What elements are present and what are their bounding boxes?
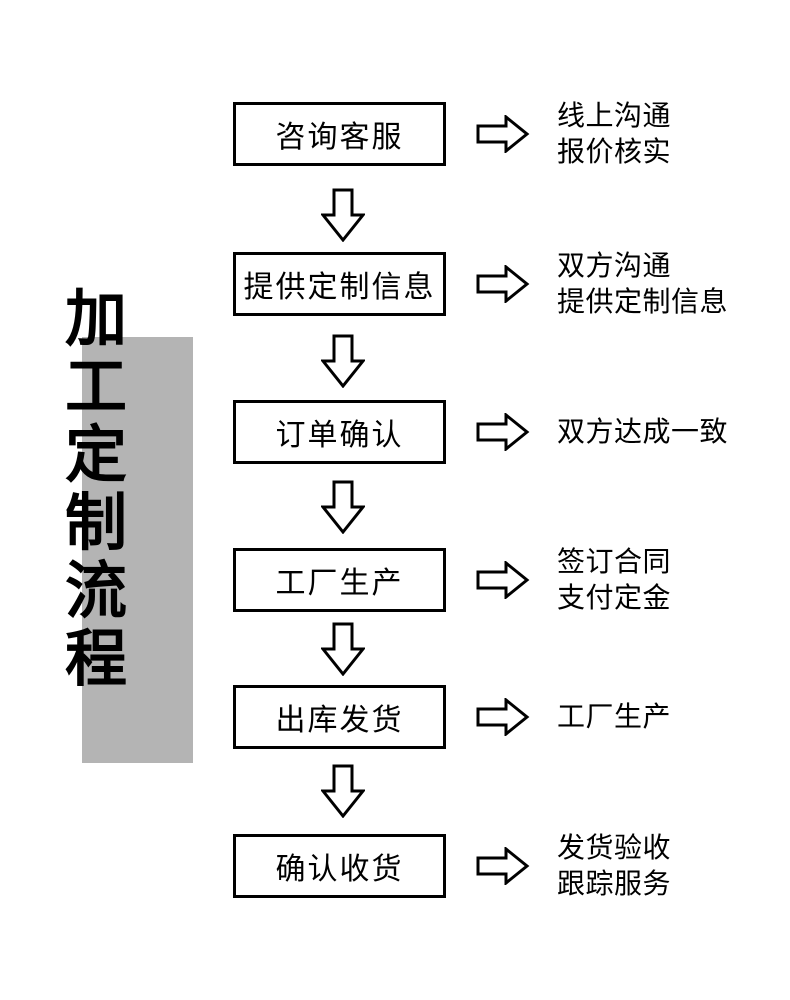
step-note: 双方沟通 提供定制信息 <box>557 248 728 320</box>
note-line: 双方达成一致 <box>557 416 729 447</box>
step-box-label: 确认收货 <box>275 853 404 886</box>
step-box-consult: 咨询客服 <box>233 102 446 166</box>
right-arrow-icon <box>476 698 530 736</box>
step-note: 发货验收 跟踪服务 <box>557 830 671 902</box>
title-char: 加 <box>64 285 127 354</box>
step-box-label: 出库发货 <box>275 704 404 737</box>
note-line: 发货验收 <box>557 832 672 863</box>
step-box-confirm-receipt: 确认收货 <box>233 834 446 898</box>
title-char: 制 <box>64 489 127 558</box>
note-line: 双方沟通 <box>557 250 672 281</box>
step-box-order-confirm: 订单确认 <box>233 400 446 464</box>
note-line: 签订合同 <box>557 546 672 577</box>
step-box-factory-production: 工厂生产 <box>233 548 446 612</box>
step-note: 工厂生产 <box>557 699 671 735</box>
step-box-label: 提供定制信息 <box>243 271 436 304</box>
down-arrow-icon <box>321 480 365 534</box>
down-arrow-icon <box>321 188 365 242</box>
note-line: 提供定制信息 <box>557 286 729 317</box>
page-title: 加 工 定 制 流 程 <box>62 286 130 694</box>
down-arrow-icon <box>321 622 365 676</box>
note-line: 线上沟通 <box>557 100 672 131</box>
note-line: 跟踪服务 <box>557 868 672 899</box>
title-shadow-block <box>82 337 193 763</box>
step-box-label: 订单确认 <box>275 419 404 452</box>
step-note: 签订合同 支付定金 <box>557 544 671 616</box>
step-note: 双方达成一致 <box>557 414 728 450</box>
down-arrow-icon <box>321 334 365 388</box>
right-arrow-icon <box>476 265 530 303</box>
step-box-label: 工厂生产 <box>275 567 404 600</box>
step-box-provide-info: 提供定制信息 <box>233 252 446 316</box>
right-arrow-icon <box>476 847 530 885</box>
title-char: 工 <box>64 353 127 422</box>
step-box-label: 咨询客服 <box>275 121 404 154</box>
title-char: 定 <box>64 421 127 490</box>
note-line: 报价核实 <box>557 136 672 167</box>
title-char: 程 <box>64 625 127 694</box>
step-box-ship-out: 出库发货 <box>233 685 446 749</box>
right-arrow-icon <box>476 561 530 599</box>
step-note: 线上沟通 报价核实 <box>557 98 671 170</box>
title-char: 流 <box>64 557 127 626</box>
right-arrow-icon <box>476 413 530 451</box>
right-arrow-icon <box>476 115 530 153</box>
down-arrow-icon <box>321 764 365 818</box>
note-line: 工厂生产 <box>557 701 672 732</box>
note-line: 支付定金 <box>557 582 672 613</box>
